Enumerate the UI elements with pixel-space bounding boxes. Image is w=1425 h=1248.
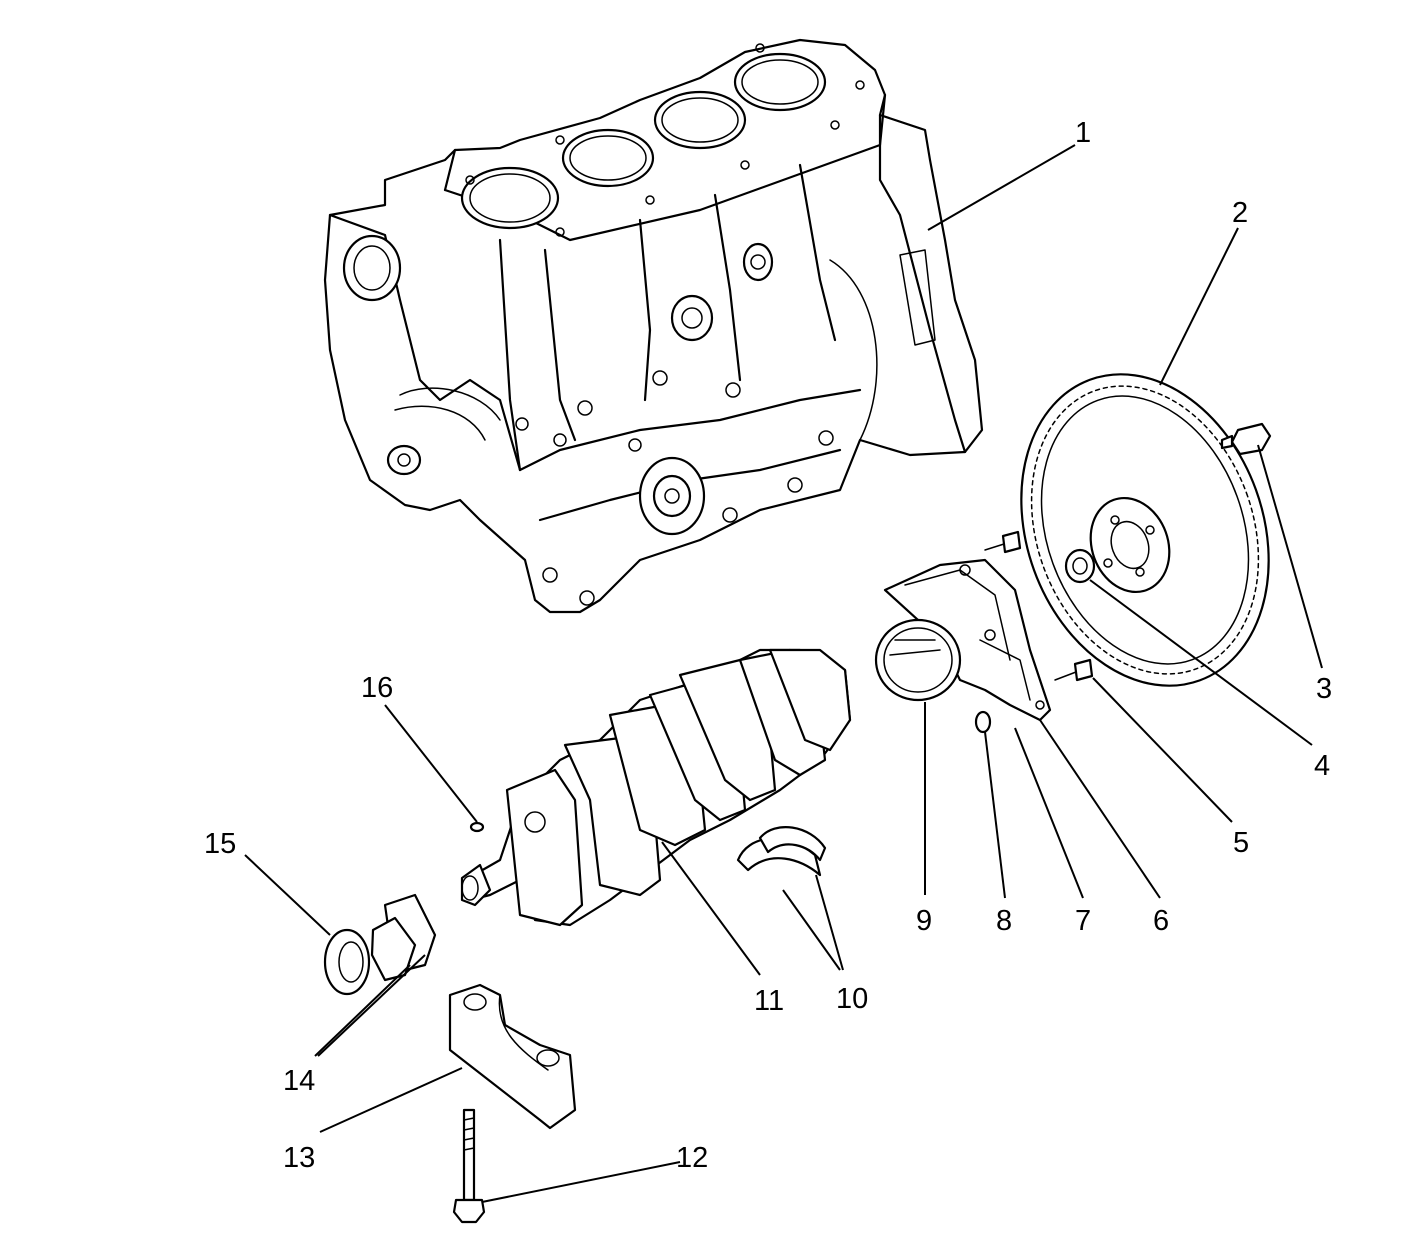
rear-main-seal — [874, 618, 962, 702]
cylinder-bore-4 — [733, 52, 827, 112]
main-bearing-shells — [370, 893, 437, 982]
thrust-washers — [736, 826, 827, 877]
seal-housing-bolt-upper — [984, 530, 1022, 554]
callout-1: 1 — [1075, 117, 1091, 149]
callout-12: 12 — [676, 1142, 708, 1174]
callout-16: 16 — [361, 672, 393, 704]
seal-housing-bolt-lower — [1054, 658, 1094, 682]
callout-4: 4 — [1314, 750, 1330, 782]
callout-8: 8 — [996, 905, 1012, 937]
engine-block — [323, 38, 984, 614]
callout-11: 11 — [754, 985, 784, 1017]
callout-13: 13 — [283, 1142, 315, 1174]
dowel-pin — [974, 710, 992, 734]
main-bearing-cap — [448, 983, 577, 1130]
callout-3: 3 — [1316, 673, 1332, 705]
front-oil-seal — [323, 928, 371, 996]
cylinder-bore-3 — [653, 90, 747, 150]
cap-bolt — [452, 1108, 486, 1224]
callout-14: 14 — [283, 1065, 315, 1097]
callout-2: 2 — [1232, 197, 1248, 229]
cylinder-bore-1 — [460, 166, 560, 230]
crank-key — [469, 821, 485, 833]
pilot-bushing — [1064, 548, 1096, 584]
callout-5: 5 — [1233, 827, 1249, 859]
callout-9: 9 — [916, 905, 932, 937]
callout-7: 7 — [1075, 905, 1091, 937]
leader-lines — [244, 144, 1323, 1203]
callout-6: 6 — [1153, 905, 1169, 937]
crankshaft — [460, 648, 852, 927]
callout-15: 15 — [204, 828, 236, 860]
callout-labels: 1 2 3 4 5 6 7 8 9 10 11 12 13 14 15 16 — [204, 117, 1332, 1174]
callout-10: 10 — [836, 983, 868, 1015]
flywheel — [1020, 373, 1270, 687]
flywheel-bolt — [1220, 422, 1272, 456]
cylinder-bore-2 — [561, 128, 655, 188]
